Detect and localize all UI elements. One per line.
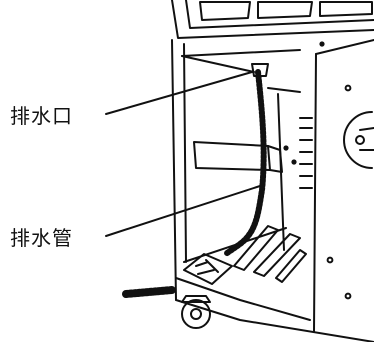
support-bar-side [267,145,283,173]
top-vent-slot [319,1,373,17]
frame-left-outer [171,39,177,301]
door-latch-arc [343,111,373,169]
frame-bottom-edge [175,299,374,343]
drain-hose [223,69,267,257]
door-screw [344,292,352,300]
top-vent-slot [257,1,313,19]
label-drain-hose: 排水管 [10,226,73,250]
inner-top-shelf [181,55,255,73]
caster-wheel [181,299,211,329]
door-top-edge [315,39,374,55]
floor-drain-holes [195,259,219,275]
door-screw [344,84,352,92]
frame-left-inner [183,43,187,263]
back-wall-top [267,87,301,93]
door-latch-bar [359,127,374,151]
floor-front-edge [175,277,311,321]
caster-mount [181,295,211,303]
cabinet-top-inner-edge [185,0,374,29]
floor-drain-plate [183,253,233,285]
drain-outlet-fitting [251,63,269,77]
cabinet-top-edge [171,0,374,39]
door-left-edge [313,53,317,333]
leader-line-drain-hose [105,185,261,237]
top-vent-slot [199,1,251,21]
door-screw [326,256,334,264]
floor-slot [233,225,279,271]
leader-line-drain-outlet [105,71,253,115]
floor-slot [275,249,307,283]
support-bar [193,141,271,171]
label-drain-outlet: 排水口 [10,104,73,128]
floor-slot [253,233,301,277]
inner-top-back [181,49,301,57]
door-latch-hub [355,135,365,145]
external-hose [122,286,176,298]
